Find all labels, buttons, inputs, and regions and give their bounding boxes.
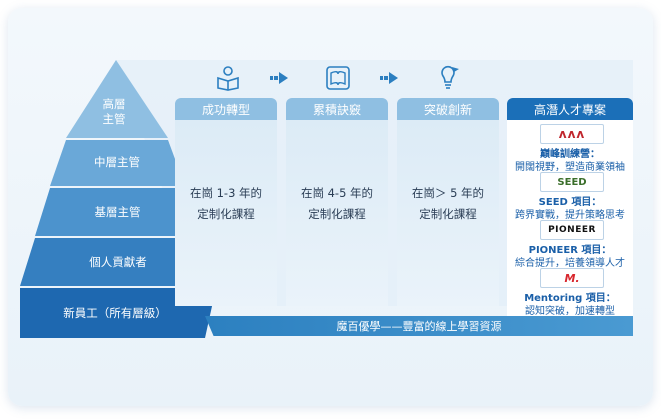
pyramid-label-3: 基層主管 — [94, 204, 141, 219]
pyramid-label-top: 高層 主管 — [102, 97, 126, 126]
pyramid-tier-4 — [20, 238, 216, 286]
pyramid-tier-5 — [20, 288, 216, 338]
column-body-3 — [397, 120, 499, 306]
column-head-2: 累積訣竅 — [286, 98, 388, 120]
program-desc-pioneer: 綜合提升，培養領導人才 — [515, 258, 625, 269]
book-icon — [326, 66, 350, 90]
column-body-2 — [286, 120, 388, 306]
high-potential-head: 高潛人才專案 — [507, 98, 633, 120]
seed-logo-text: SEED — [557, 176, 587, 188]
program-title-seed: SEED 項目： — [538, 197, 602, 208]
column-text-1: 在崗 1-3 年的 定制化課程 — [175, 183, 277, 225]
arrow-right-icon — [270, 72, 288, 84]
pyramid-label-4: 個人貢獻者 — [89, 254, 147, 269]
pyramid-tier-3 — [35, 188, 201, 236]
arrow-right-icon — [380, 72, 398, 84]
column-head-1: 成功轉型 — [175, 98, 277, 120]
column-text-2: 在崗 4-5 年的 定制化課程 — [286, 183, 388, 225]
column-text-line2: 定制化課程 — [419, 207, 477, 221]
pioneer-logo: PIONEER — [540, 220, 604, 240]
column-text-line2: 定制化課程 — [197, 207, 255, 221]
pyramid-tier-2 — [50, 140, 185, 186]
mentoring-logo: M. — [540, 268, 604, 288]
peak-camp-logo: ʌʌʌ — [540, 124, 604, 144]
peak-camp-logo-text: ʌʌʌ — [558, 127, 586, 141]
reading-person-icon — [217, 66, 239, 91]
column-body-1 — [175, 120, 277, 306]
program-desc-seed: 跨界實戰，提升策略思考 — [515, 210, 625, 221]
online-resources-bar: 魔百優學——豐富的線上學習資源 — [205, 316, 633, 336]
column-text-line1: 在崗 4-5 年的 — [300, 186, 374, 200]
pyramid-label-5: 新員工（所有層級） — [63, 305, 167, 320]
column-text-3: 在崗＞ 5 年的 定制化課程 — [397, 183, 499, 225]
program-desc-peak: 開闊視野，塑造商業領袖 — [515, 162, 625, 173]
column-text-line1: 在崗＞ 5 年的 — [411, 186, 485, 200]
pyramid-label-2: 中層主管 — [94, 154, 140, 169]
program-title-pioneer: PIONEER 項目： — [528, 245, 612, 256]
program-title-peak: 巔峰訓練營： — [540, 149, 600, 160]
mentoring-logo-text: M. — [564, 271, 580, 285]
online-resources-text: 魔百優學——豐富的線上學習資源 — [336, 320, 502, 333]
column-head-3: 突破創新 — [397, 98, 499, 120]
program-title-mentoring: Mentoring 項目： — [524, 293, 616, 304]
lightbulb-icon — [441, 65, 459, 89]
pyramid-tier-top — [66, 60, 168, 138]
pioneer-logo-text: PIONEER — [548, 225, 596, 235]
seed-logo: SEED — [540, 172, 604, 192]
column-text-line1: 在崗 1-3 年的 — [189, 186, 263, 200]
column-text-line2: 定制化課程 — [308, 207, 366, 221]
program-desc-mentoring: 認知突破，加速轉型 — [525, 306, 615, 317]
